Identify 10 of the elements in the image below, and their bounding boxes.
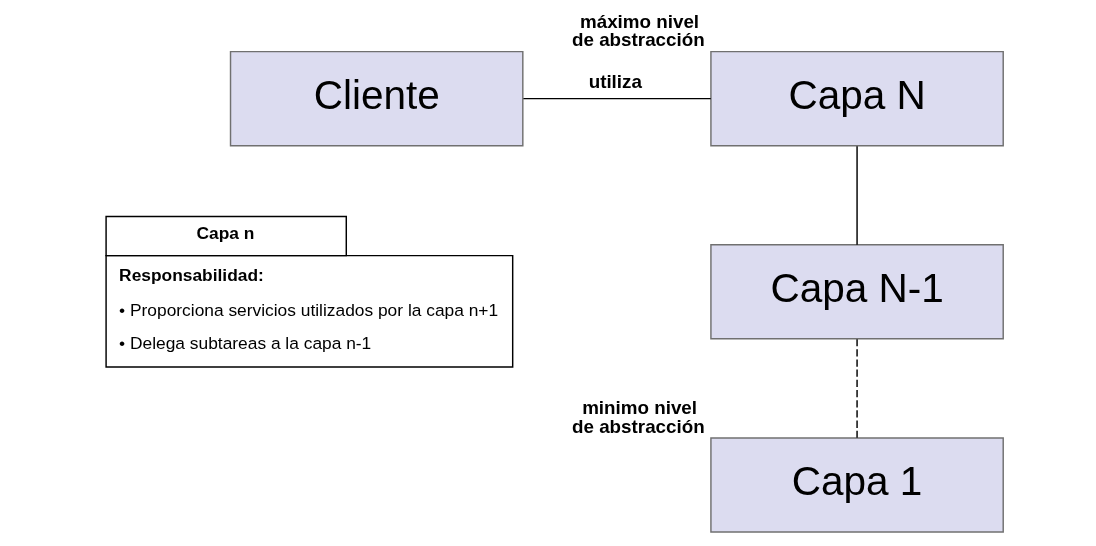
node-box: Capa N-1 xyxy=(709,244,1004,340)
node-box: Capa 1 xyxy=(709,437,1004,533)
connector xyxy=(855,145,858,246)
node-box: Cliente xyxy=(229,50,524,147)
connector xyxy=(855,338,858,439)
edge-label: utiliza xyxy=(588,70,642,92)
connector xyxy=(522,97,712,100)
node-label: minimo nivel de abstracción xyxy=(571,396,705,437)
node-label: máximo nivel de abstracción xyxy=(571,10,705,51)
node-box: Capa N xyxy=(709,50,1004,147)
